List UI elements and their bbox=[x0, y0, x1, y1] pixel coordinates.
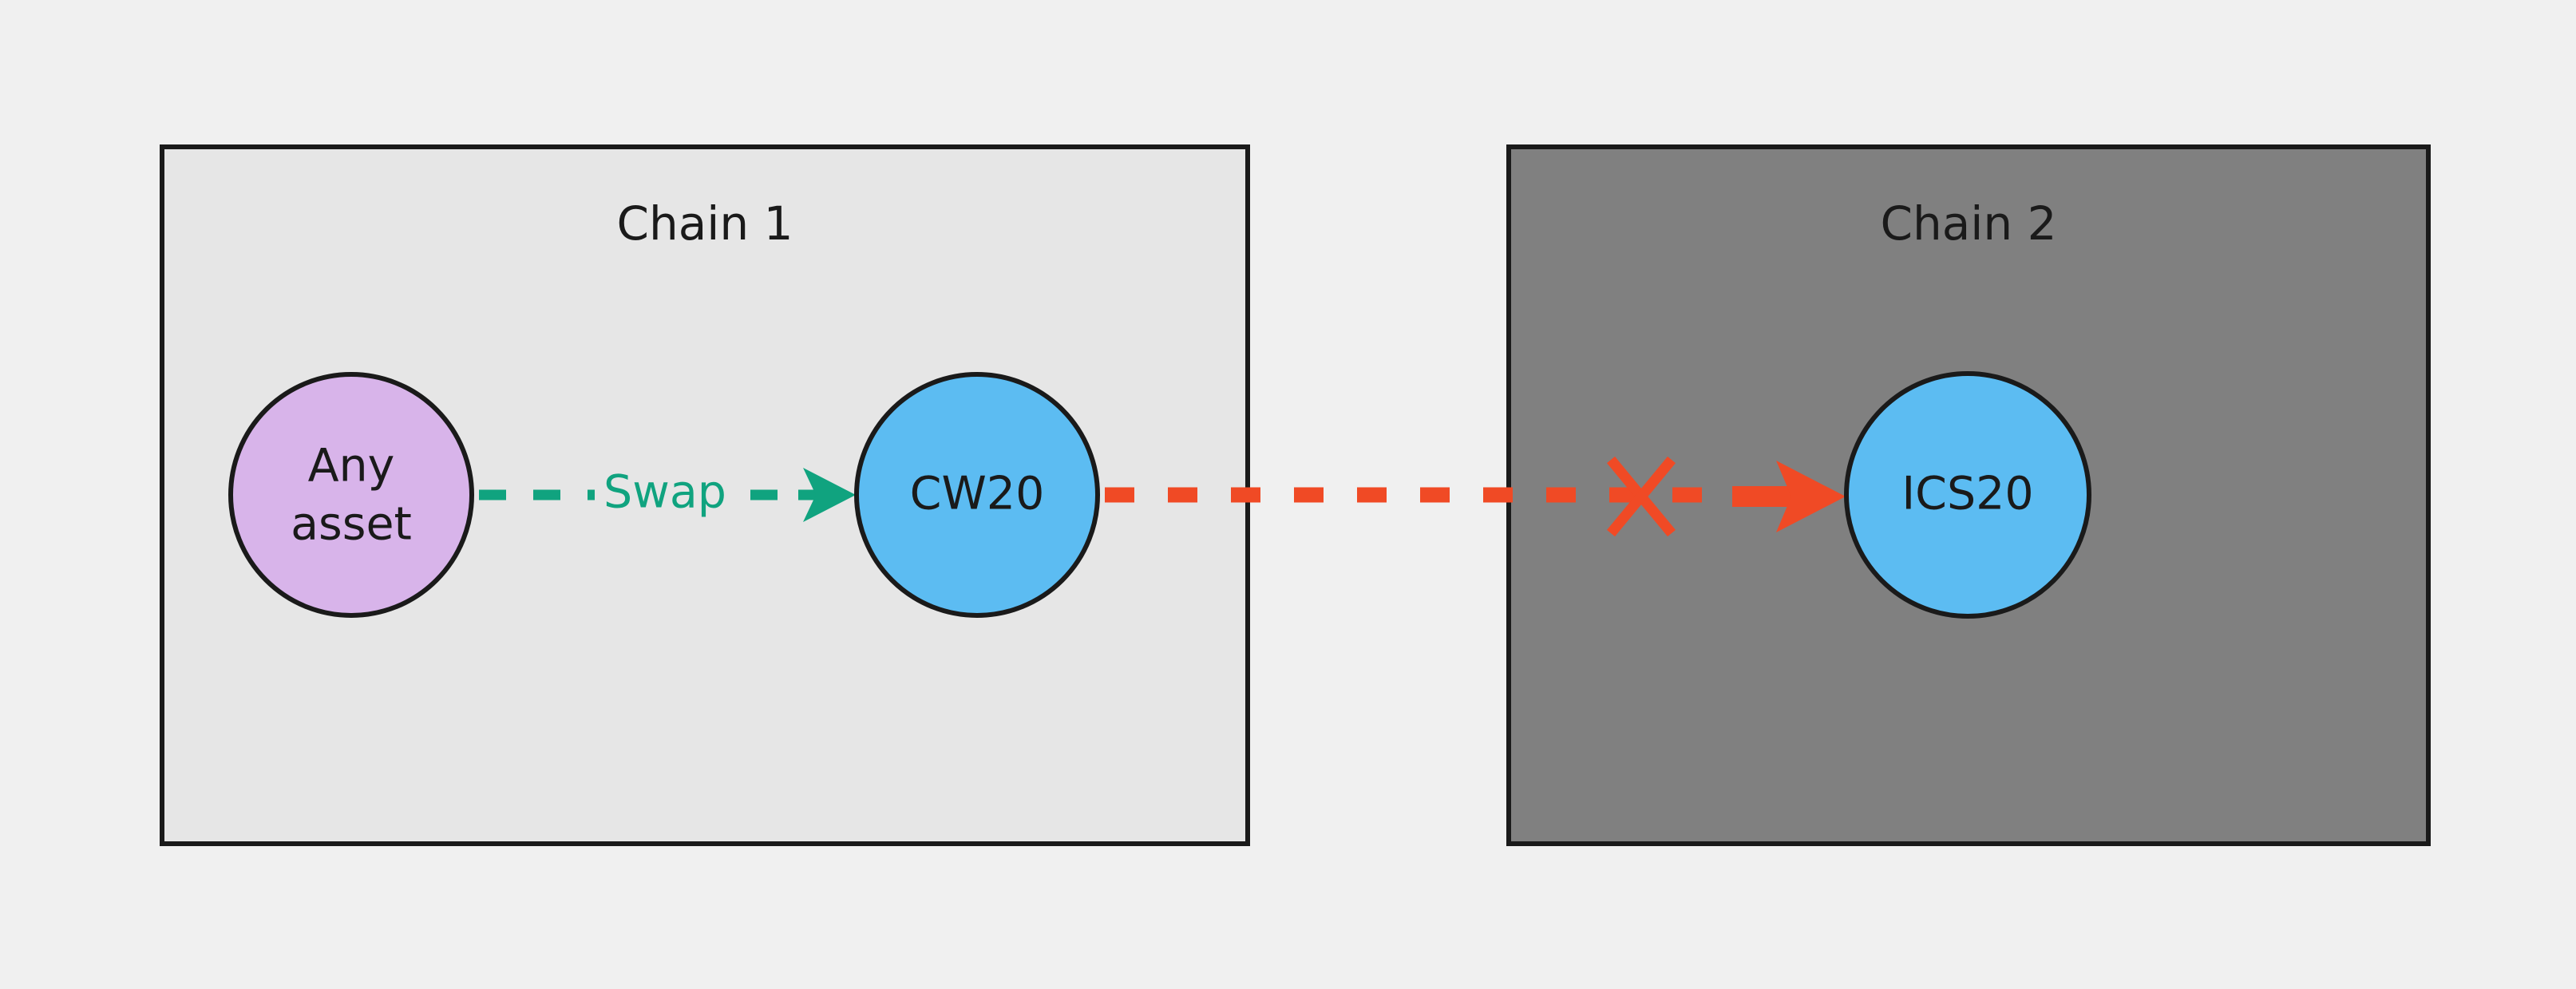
chain-1-label: Chain 1 bbox=[616, 196, 793, 251]
any-asset-label-line-2: asset bbox=[291, 498, 412, 551]
node-any-asset[interactable]: Any asset bbox=[228, 372, 474, 618]
swap-arrowhead-icon bbox=[803, 468, 856, 522]
cw20-label: CW20 bbox=[910, 468, 1045, 520]
swap-edge-group: Swap bbox=[479, 466, 856, 524]
bridge-edge-group bbox=[1105, 456, 1846, 537]
node-ics20[interactable]: ICS20 bbox=[1844, 371, 2091, 619]
ics20-label: ICS20 bbox=[1901, 468, 2033, 520]
swap-label-backdrop bbox=[595, 468, 735, 524]
swap-edge-label: Swap bbox=[603, 466, 726, 519]
ics20-circle[interactable] bbox=[1844, 371, 2091, 619]
any-asset-label-line-1: Any bbox=[308, 440, 395, 493]
any-asset-circle[interactable] bbox=[228, 372, 474, 618]
bridge-arrowhead-icon bbox=[1776, 461, 1846, 532]
cw20-circle[interactable] bbox=[854, 372, 1100, 618]
chain-2-label: Chain 2 bbox=[1880, 196, 2056, 251]
node-cw20[interactable]: CW20 bbox=[854, 372, 1100, 618]
blocked-x-icon bbox=[1606, 456, 1676, 537]
